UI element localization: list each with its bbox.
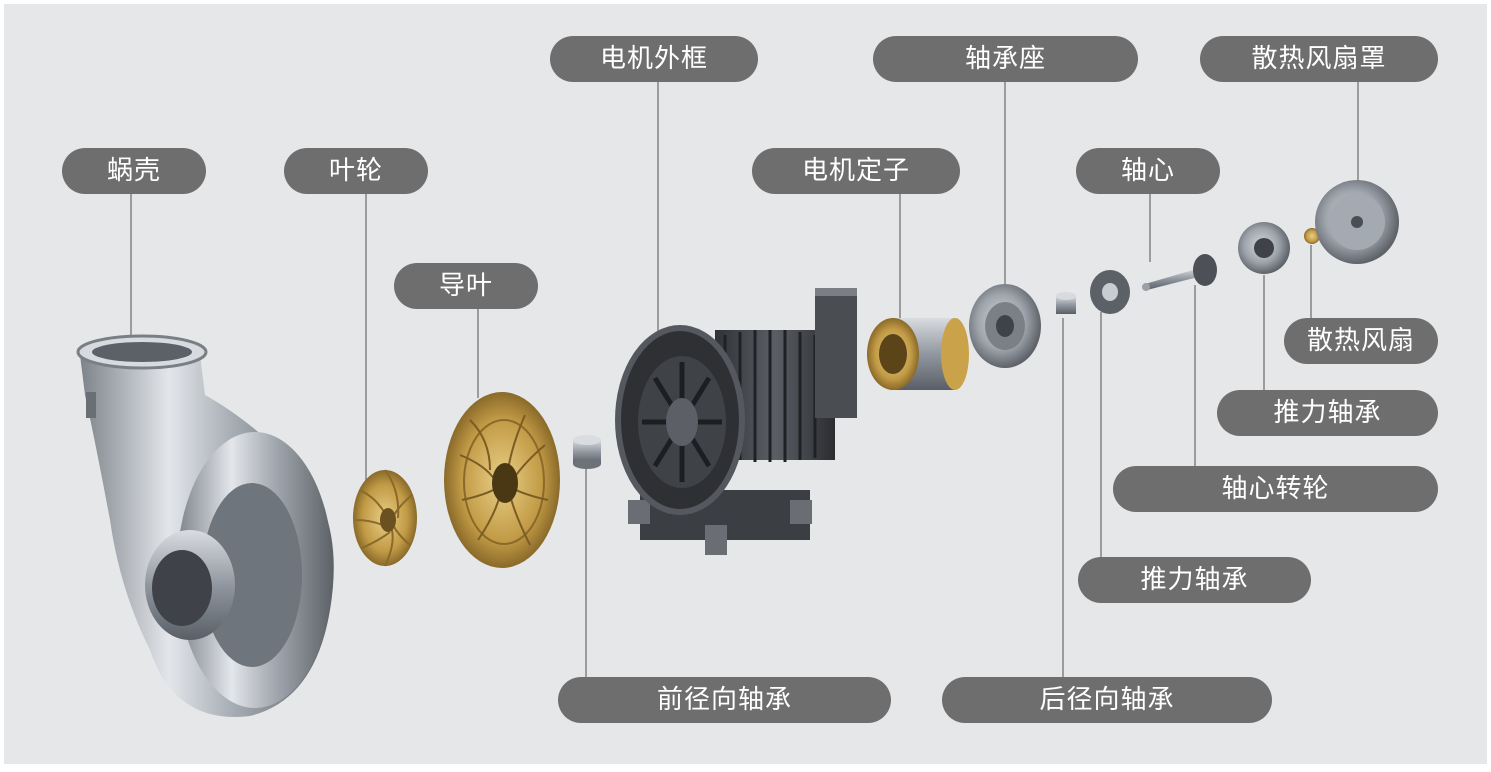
label-impeller: 叶轮 <box>284 148 428 194</box>
label-shaft-rotor: 轴心转轮 <box>1113 466 1438 512</box>
label-fan: 散热风扇 <box>1284 318 1438 364</box>
bearing-seat-part <box>969 284 1041 368</box>
motor-frame-part <box>615 288 857 555</box>
label-rear-radial-bearing: 后径向轴承 <box>942 677 1272 723</box>
label-motor-stator: 电机定子 <box>752 148 960 194</box>
thrust-bearing-top-part <box>1238 222 1290 274</box>
label-fan-cover: 散热风扇罩 <box>1200 36 1438 82</box>
volute-part <box>76 334 334 717</box>
thrust-bearing-bottom-part <box>1090 270 1130 314</box>
leader-lines <box>130 81 1359 677</box>
label-motor-frame: 电机外框 <box>550 36 758 82</box>
diffuser-part <box>444 392 560 568</box>
fan-part <box>1304 228 1320 244</box>
rear-radial-bearing-part <box>1056 292 1076 314</box>
label-shaft: 轴心 <box>1076 148 1220 194</box>
label-front-radial-bearing: 前径向轴承 <box>558 677 891 723</box>
label-diffuser: 导叶 <box>394 263 538 309</box>
fan-cover-part <box>1315 180 1399 264</box>
label-bearing-seat: 轴承座 <box>873 36 1138 82</box>
label-thrust-bearing-bottom: 推力轴承 <box>1078 557 1311 603</box>
impeller-part <box>353 469 417 567</box>
shaft-part <box>1142 254 1217 291</box>
label-volute: 蜗壳 <box>62 148 206 194</box>
motor-stator-part <box>867 318 969 390</box>
front-radial-bearing-part <box>573 435 601 469</box>
label-thrust-bearing-top: 推力轴承 <box>1217 390 1438 436</box>
